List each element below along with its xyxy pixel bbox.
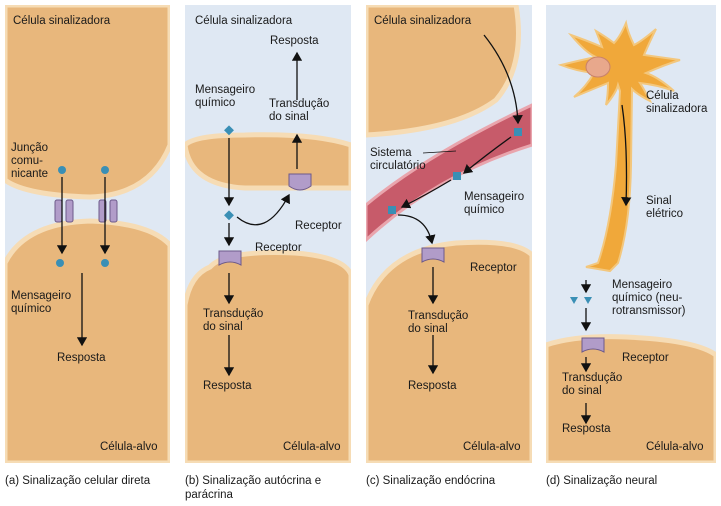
transduction-top-label: Transdução do sinal <box>269 98 330 123</box>
receptor-top-label: Receptor <box>295 220 342 232</box>
source-cell-b <box>185 132 351 191</box>
receptor-top <box>288 173 312 191</box>
panel-a-drawing <box>5 5 170 463</box>
messenger-square <box>453 172 461 180</box>
circulatory-label: Sistema circulatório <box>370 147 426 172</box>
arrow <box>397 214 436 245</box>
messenger-square <box>388 206 396 214</box>
source-cell-label: Célula sinalizadora <box>195 15 293 27</box>
gap-junction-right <box>98 199 118 223</box>
messenger-square <box>514 128 522 136</box>
arrow <box>621 104 632 207</box>
panel-b-drawing <box>185 51 351 463</box>
caption-c: (c) Sinalização endócrina <box>366 475 496 487</box>
source-cell-label: Célula sinalizadora <box>13 15 111 27</box>
receptor-bottom <box>218 250 242 266</box>
transduction-label: Transdução do sinal <box>408 310 469 335</box>
panel-c: Célula sinalizadora Sistema circulatório… <box>366 5 532 463</box>
arrow <box>236 193 290 226</box>
messenger-label: Mensageiro químico <box>464 191 525 216</box>
source-cell-a <box>5 5 170 200</box>
caption-b: (b) Sinalização autócrina e parácrina <box>185 475 322 501</box>
receptor-label: Receptor <box>622 352 669 364</box>
target-cell-c <box>366 239 532 463</box>
messenger-label: Mensageiro químico <box>195 84 256 109</box>
neuron-cell-body <box>557 19 681 273</box>
response-bottom-label: Resposta <box>203 380 252 392</box>
target-cell-label: Célula-alvo <box>646 441 704 453</box>
target-cell-b <box>185 250 351 463</box>
caption-a: (a) Sinalização celular direta <box>5 475 151 487</box>
arrow <box>400 179 452 209</box>
receptor-d <box>581 337 605 353</box>
receptor-label: Receptor <box>470 262 517 274</box>
target-cell-label: Célula-alvo <box>283 441 341 453</box>
transduction-label: Transdução do sinal <box>562 372 623 397</box>
panel-a: Célula sinalizadora Junção comu- nicante… <box>5 5 170 463</box>
caption-d: (d) Sinalização neural <box>546 475 658 487</box>
gap-junction-left <box>54 199 74 223</box>
messenger-diamond <box>224 210 234 221</box>
response-label: Resposta <box>408 380 457 392</box>
receptor-bottom-label: Receptor <box>255 242 302 254</box>
messenger-label: Mensageiro químico <box>11 290 72 315</box>
gap-junction-label: Junção comu- nicante <box>11 142 49 180</box>
source-cell-label: Célula sinalizadora <box>646 90 708 115</box>
source-cell-label: Célula sinalizadora <box>374 15 472 27</box>
neurotransmitter <box>584 297 592 304</box>
panel-c-drawing <box>366 5 532 463</box>
response-label: Resposta <box>562 423 611 435</box>
messenger-dot <box>58 166 66 174</box>
panel-d: Célula sinalizadora Sinal elétrico Mensa… <box>546 5 716 463</box>
target-cell-label: Célula-alvo <box>100 441 158 453</box>
blood-vessel <box>366 103 532 243</box>
source-cell-c <box>366 5 521 138</box>
messenger-dot <box>101 166 109 174</box>
neurotransmitter <box>570 297 578 304</box>
transduction-bottom-label: Transdução do sinal <box>203 308 264 333</box>
leader-line <box>422 150 457 154</box>
receptor-c <box>421 247 445 263</box>
messenger-diamond <box>224 125 234 136</box>
arrow <box>462 136 512 174</box>
arrow <box>483 34 523 125</box>
nucleus <box>585 56 611 78</box>
panel-b: Célula sinalizadora Resposta Transdução … <box>185 5 351 463</box>
messenger-label: Mensageiro químico (neu- rotransmissor) <box>612 279 686 317</box>
messenger-dot <box>101 259 109 267</box>
panel-d-drawing <box>546 19 716 463</box>
signal-label: Sinal elétrico <box>646 195 684 220</box>
target-cell-label: Célula-alvo <box>463 441 521 453</box>
messenger-dot <box>56 259 64 267</box>
target-cell-a <box>5 218 170 463</box>
response-label: Resposta <box>57 352 106 364</box>
response-top-label: Resposta <box>270 35 319 47</box>
